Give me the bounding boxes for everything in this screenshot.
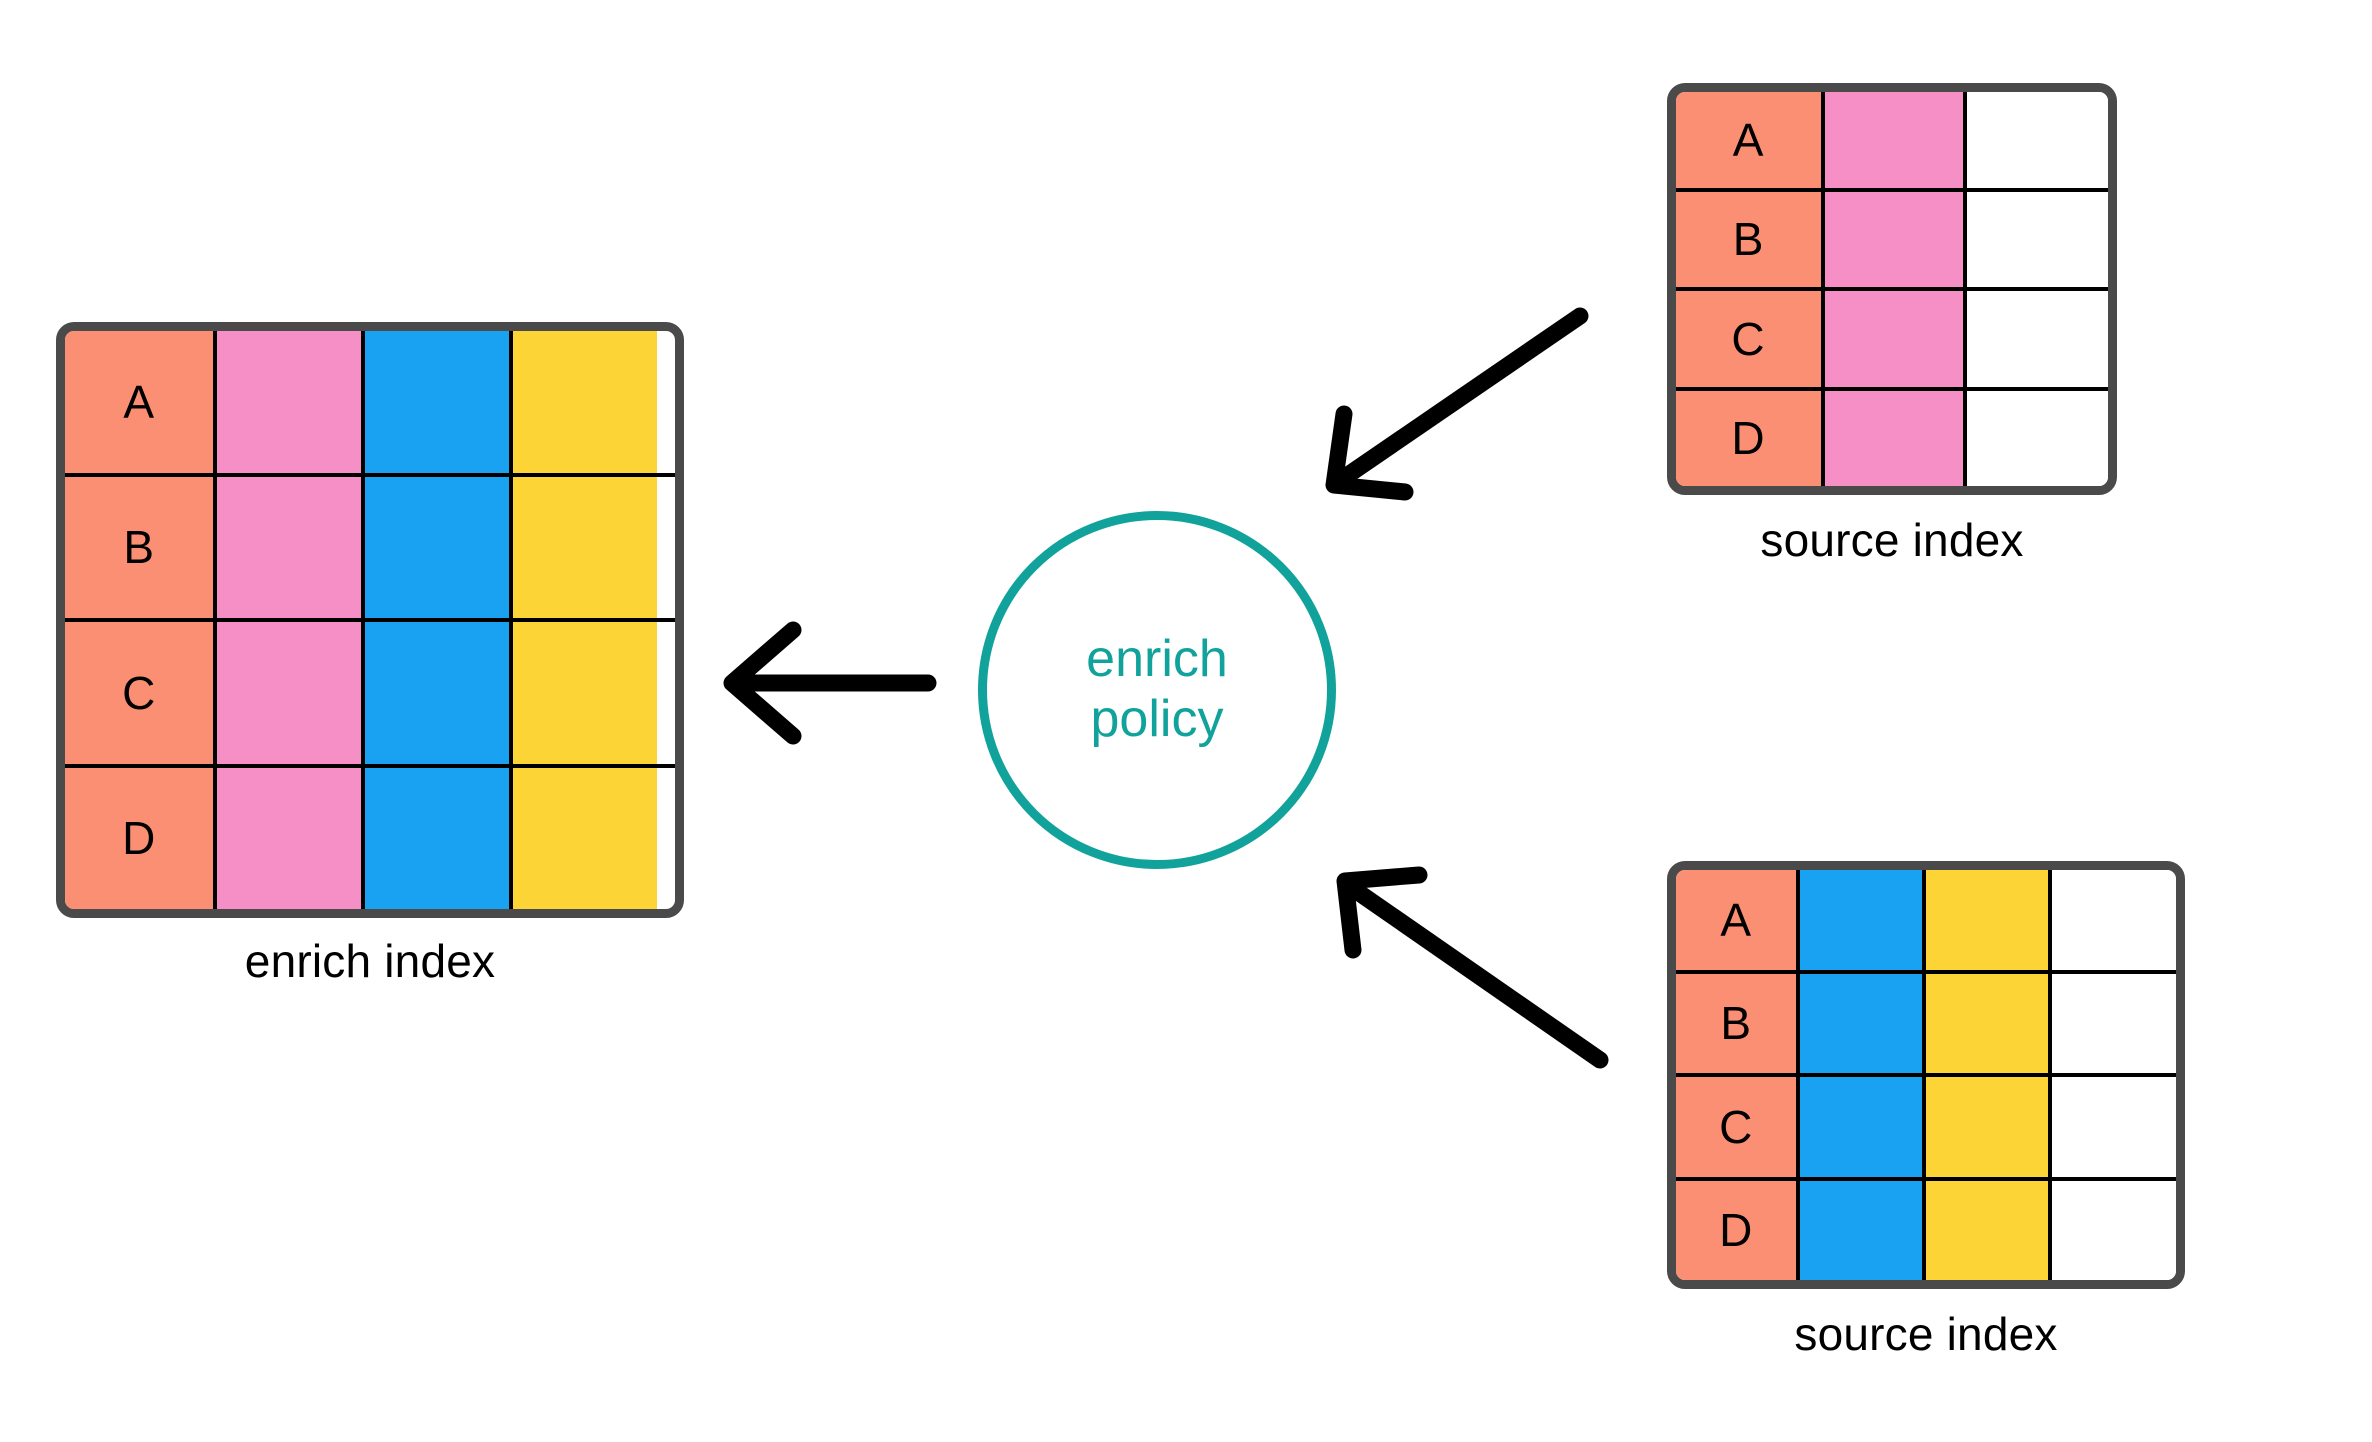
enrich-index-yellow-cell [509,622,657,764]
cell-value: A [123,375,155,428]
source-index-bottom-key-cell: A [1676,870,1796,970]
source-index-bottom-yellow-cell [1922,1180,2048,1280]
source-index-bottom-yellow-cell [1922,870,2048,970]
cell-value: C [1719,1100,1753,1153]
source-index-bottom-blue-cell [1796,1077,1922,1177]
source-index-top-empty-cell [1963,191,2108,287]
table-row: C [65,618,675,764]
source-index-bottom-empty-cell [2048,870,2176,970]
enrich-index-label: enrich index [244,935,496,987]
source-index-bottom-key-cell: B [1676,973,1796,1073]
source-index-bottom-key-cell: D [1676,1180,1796,1280]
table-row: B [1676,187,2108,287]
table-row: D [1676,386,2108,486]
source-index-bottom-blue-cell [1796,1180,1922,1280]
enrich-index-block: A B C D enrich index [56,322,684,988]
cell-value: D [1731,412,1766,465]
enrich-index-key-cell: C [65,622,213,764]
source-index-top-empty-cell [1963,291,2108,387]
enrich-index-yellow-cell [509,331,657,473]
table-row: A [65,331,675,473]
cell-value: B [1720,997,1752,1050]
cell-value: B [123,521,155,574]
enrich-index-key-cell: A [65,331,213,473]
enrich-index-blue-cell [361,622,509,764]
table-row: C [1676,1073,2176,1177]
arrow-policy-to-enrich-index [723,621,937,745]
cell-value: B [1732,213,1764,266]
table-row: B [1676,969,2176,1073]
enrich-index-pink-cell [213,767,361,909]
cell-value: A [1732,113,1764,166]
source-index-top-key-cell: B [1676,191,1821,287]
table-row: C [1676,287,2108,387]
enrich-index-yellow-cell [509,476,657,618]
source-index-top-label: source index [1760,514,2024,566]
source-index-top-key-cell: D [1676,390,1821,486]
cell-value: A [1720,893,1752,946]
enrich-index-blue-cell [361,331,509,473]
table-row: B [65,472,675,618]
enrich-index-pink-cell [213,331,361,473]
source-index-bottom-blue-cell [1796,870,1922,970]
enrich-policy-node[interactable]: enrich policy [978,511,1336,869]
source-index-bottom-empty-cell [2048,1180,2176,1280]
source-index-top-empty-cell [1963,92,2108,188]
enrich-index-yellow-cell [509,767,657,909]
enrich-index-key-cell: D [65,767,213,909]
source-index-bottom-blue-cell [1796,973,1922,1073]
source-index-top-pink-cell [1820,390,1964,486]
table-row: A [1676,92,2108,188]
table-row: A [1676,870,2176,970]
cell-value: D [122,812,156,865]
source-index-top-table: A B C D [1667,83,2117,495]
enrich-index-pink-cell [213,622,361,764]
source-index-bottom-empty-cell [2048,1077,2176,1177]
source-index-bottom-label: source index [1794,1308,2058,1360]
source-index-bottom-table: A B C D [1667,861,2185,1289]
source-index-top-pink-cell [1820,92,1964,188]
source-index-bottom-key-cell: C [1676,1077,1796,1177]
cell-value: D [1719,1204,1753,1257]
enrich-policy-label-line1: enrich [1086,630,1228,689]
source-index-bottom-empty-cell [2048,973,2176,1073]
enrich-index-key-cell: B [65,476,213,618]
source-index-top-block: A B C D source index [1667,83,2117,567]
source-index-bottom-block: A B C D source index [1667,861,2185,1361]
arrow-source-top-to-policy [1325,307,1589,501]
enrich-policy-label-line2: policy [1090,690,1224,748]
table-row: D [65,763,675,909]
enrich-index-table: A B C D [56,322,684,918]
source-index-top-key-cell: C [1676,291,1821,387]
enrich-index-blue-cell [361,476,509,618]
table-row: D [1676,1176,2176,1280]
source-index-top-pink-cell [1820,191,1964,287]
cell-value: C [1731,312,1766,365]
enrich-index-blue-cell [361,767,509,909]
source-index-bottom-yellow-cell [1922,973,2048,1073]
arrow-source-bottom-to-policy [1336,866,1609,1069]
source-index-top-pink-cell [1820,291,1964,387]
source-index-top-empty-cell [1963,390,2108,486]
source-index-bottom-yellow-cell [1922,1077,2048,1177]
enrich-index-pink-cell [213,476,361,618]
source-index-top-key-cell: A [1676,92,1821,188]
cell-value: C [122,666,156,719]
